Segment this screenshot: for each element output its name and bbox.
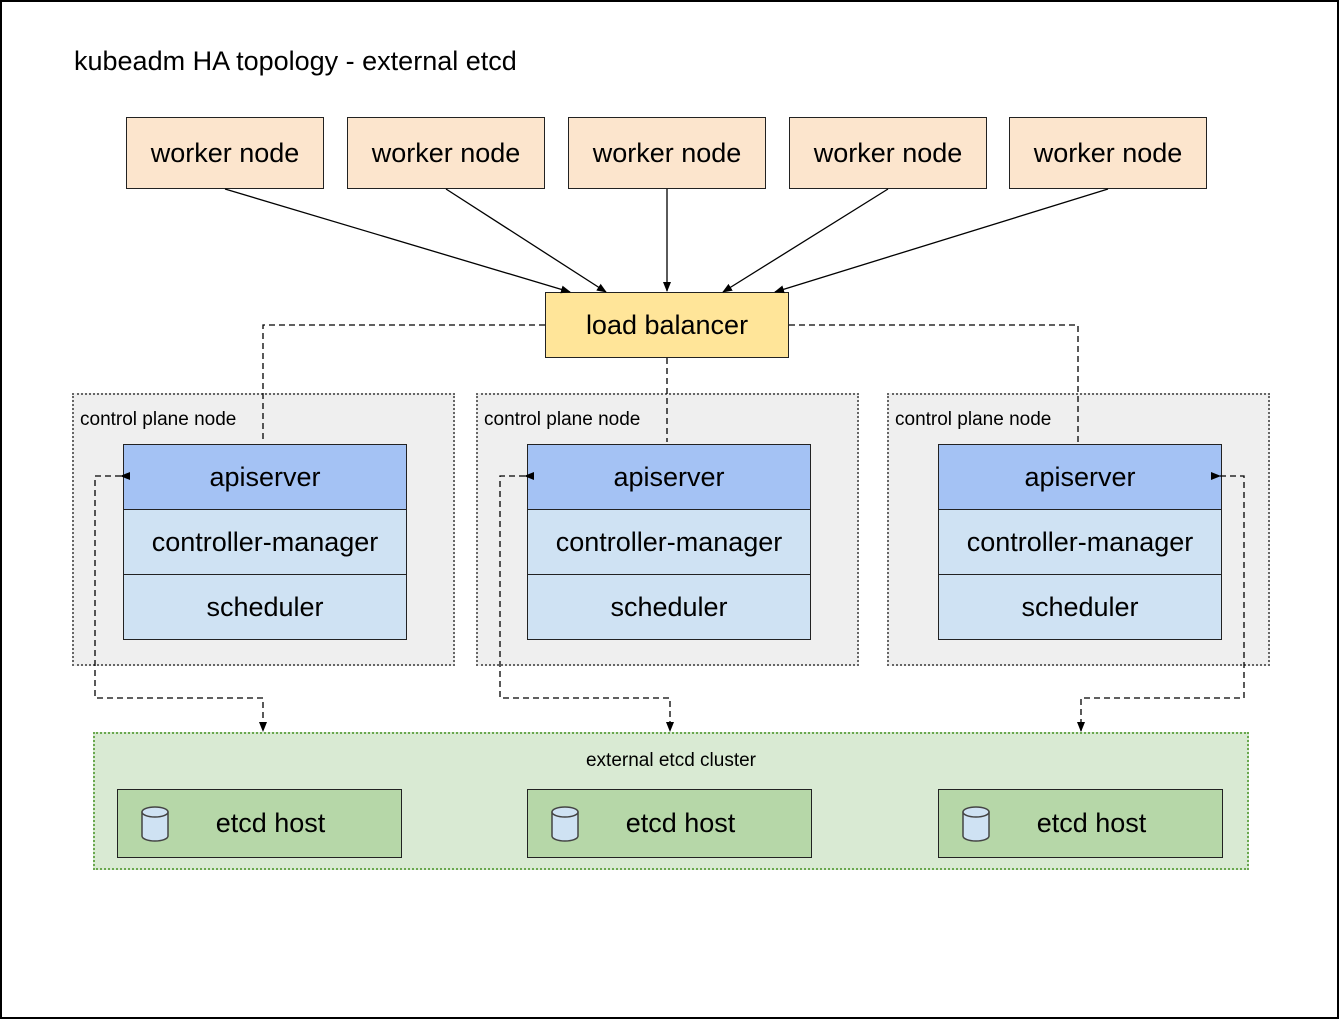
database-icon [551,805,579,842]
control-plane-node-3: control plane node apiserver controller-… [887,393,1270,666]
etcd-host-1: etcd host [117,789,402,858]
external-etcd-cluster: external etcd cluster etcd host etcd hos… [93,732,1249,870]
component-stack: apiserver controller-manager scheduler [123,444,407,640]
worker-node-4: worker node [789,117,987,189]
controller-manager: controller-manager [939,509,1221,574]
worker-to-lb-arrow [774,188,1109,294]
etcd-host-3: etcd host [938,789,1223,858]
apiserver: apiserver [939,445,1221,509]
diagram-title: kubeadm HA topology - external etcd [74,46,517,76]
scheduler: scheduler [528,574,810,639]
controller-manager: controller-manager [528,509,810,574]
etcd-host-2: etcd host [527,789,812,858]
controller-manager: controller-manager [124,509,406,574]
control-plane-node-1: control plane node apiserver controller-… [72,393,455,666]
etcd-host-label: etcd host [625,808,736,838]
control-plane-label: control plane node [484,409,641,430]
worker-node-1: worker node [126,117,324,189]
worker-to-lb-arrow [445,188,607,293]
control-plane-node-2: control plane node apiserver controller-… [476,393,859,666]
database-icon [962,805,990,842]
apiserver: apiserver [124,445,406,509]
etcd-cluster-label: external etcd cluster [585,750,757,771]
worker-node-5: worker node [1009,117,1207,189]
worker-node-3: worker node [568,117,766,189]
component-stack: apiserver controller-manager scheduler [938,444,1222,640]
scheduler: scheduler [124,574,406,639]
scheduler: scheduler [939,574,1221,639]
control-plane-label: control plane node [80,409,237,430]
etcd-host-label: etcd host [1036,808,1147,838]
load-balancer: load balancer [545,292,789,358]
apiserver: apiserver [528,445,810,509]
etcd-host-label: etcd host [215,808,326,838]
worker-node-2: worker node [347,117,545,189]
worker-to-lb-arrow [224,188,571,294]
database-icon [141,805,169,842]
worker-to-lb-arrow [722,188,889,293]
control-plane-label: control plane node [895,409,1052,430]
component-stack: apiserver controller-manager scheduler [527,444,811,640]
